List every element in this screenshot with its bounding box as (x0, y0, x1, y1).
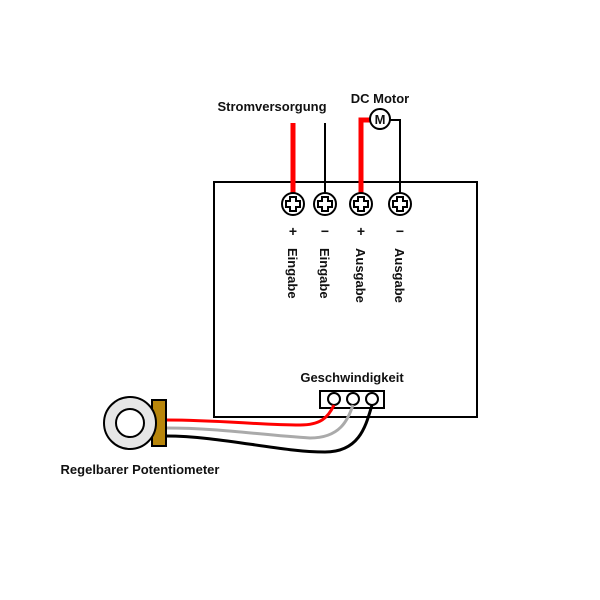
terminal-sign: + (289, 223, 297, 239)
speed-label: Geschwindigkeit (300, 370, 404, 385)
potentiometer-label: Regelbarer Potentiometer (61, 462, 220, 477)
speed-pin-1 (327, 392, 341, 406)
cross-screw-icon (317, 196, 333, 212)
pot-wire-gray (165, 404, 355, 440)
motor-symbol-circle (369, 108, 391, 130)
speed-pin-2 (346, 392, 360, 406)
terminal-3[interactable]: + Ausgabe (349, 192, 373, 303)
motor-positive-wire (358, 117, 371, 196)
terminal-sign: − (321, 223, 329, 239)
potentiometer-knob[interactable] (115, 408, 145, 438)
pot-wire-black (165, 404, 374, 454)
cross-screw-icon (285, 196, 301, 212)
terminal-sign: + (357, 223, 365, 239)
terminal-1[interactable]: + Eingabe (281, 192, 305, 299)
terminal-sign: − (396, 223, 404, 239)
terminal-label: Eingabe (285, 248, 300, 299)
terminal-label: Eingabe (317, 248, 332, 299)
controller-box (213, 181, 478, 418)
motor-negative-wire (389, 119, 401, 196)
terminal-4[interactable]: − Ausgabe (388, 192, 412, 303)
pot-wire-red (165, 404, 336, 427)
motor-symbol-label: M (375, 112, 386, 127)
terminal-2[interactable]: − Eingabe (313, 192, 337, 299)
cross-screw-icon (353, 196, 369, 212)
dc-motor-label: DC Motor (351, 91, 410, 106)
terminal-label: Ausgabe (353, 248, 368, 303)
cross-screw-icon (392, 196, 408, 212)
terminal-label: Ausgabe (392, 248, 407, 303)
speed-pin-3 (365, 392, 379, 406)
power-supply-label: Stromversorgung (217, 99, 326, 114)
